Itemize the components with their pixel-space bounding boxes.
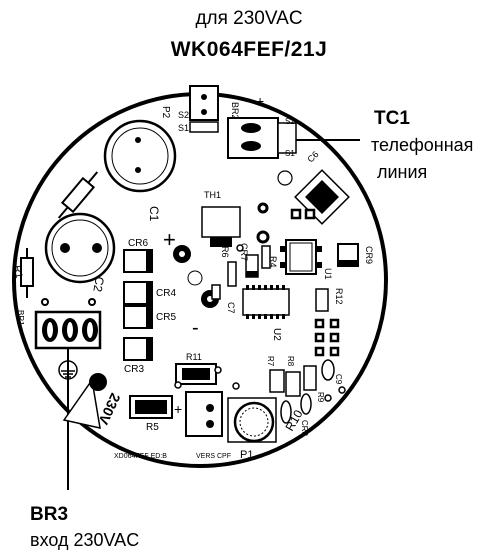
label-cr7: CR7 <box>239 243 249 261</box>
footer-left: XD064FEF ED:B <box>114 453 167 460</box>
label-r4: R4 <box>268 256 278 268</box>
label-r7: R7 <box>266 356 275 367</box>
label-r8: R8 <box>286 356 295 367</box>
label-c2: C2 <box>90 275 107 293</box>
label-r12: R12 <box>334 288 344 305</box>
label-r5: R5 <box>146 422 159 433</box>
label-cr4: CR4 <box>156 288 176 299</box>
label-r1: R1 <box>11 265 24 280</box>
capacitor-c9 <box>321 359 335 381</box>
footer-right: VERS CPF <box>196 453 231 460</box>
label-br2-s1: S1 <box>285 149 295 158</box>
label-p2-s1: S1 <box>178 123 189 133</box>
thermistor-th1 <box>201 206 241 247</box>
br3-title: BR3 <box>30 504 69 525</box>
label-r11: R11 <box>186 352 202 362</box>
label-cr8: CR8 <box>300 420 309 437</box>
capacitor-c1 <box>103 119 177 193</box>
label-br2-plus: + <box>256 93 264 109</box>
diodes-left <box>123 249 153 361</box>
label-br2-s2: S2 <box>285 117 295 126</box>
br2-connector <box>227 117 297 159</box>
resistor-r7 <box>269 369 285 393</box>
resistor-r1 <box>20 248 34 298</box>
label-c1: C1 <box>147 206 161 222</box>
connector-center <box>185 391 223 437</box>
br1-terminal <box>34 298 102 350</box>
label-u2: U2 <box>271 328 282 341</box>
resistor-r9 <box>303 365 317 391</box>
label-r6: R6 <box>220 246 230 258</box>
label-p1: P1 <box>240 449 253 461</box>
label-cr9: CR9 <box>364 246 374 264</box>
label-r9: R9 <box>316 392 325 403</box>
tc1-title: TC1 <box>374 108 410 129</box>
label-cr6: CR6 <box>128 238 148 249</box>
ic-u1 <box>280 239 322 275</box>
resistor-r6 <box>227 261 237 287</box>
tc1-line1: телефонная <box>371 135 474 155</box>
label-plus: + <box>163 227 176 252</box>
ic-u2 <box>242 285 290 319</box>
label-r5-plus: + <box>174 401 182 417</box>
label-br1: BR1 <box>16 310 25 326</box>
capacitor-c2 <box>44 212 116 284</box>
warning-icon <box>62 378 101 429</box>
tc1-line2: линия <box>377 162 428 182</box>
label-c7: C7 <box>226 302 236 314</box>
label-c9: C9 <box>334 374 343 385</box>
label-th1: TH1 <box>204 190 221 200</box>
header-subtitle: для 230VAC <box>195 8 303 29</box>
label-p2-s2: S2 <box>178 110 189 120</box>
label-u1: U1 <box>323 268 333 280</box>
br3-subtitle: вход 230VAC <box>30 530 140 550</box>
label-br2: BR2 <box>230 102 240 120</box>
label-cr3: CR3 <box>124 364 144 375</box>
resistor-r12 <box>315 288 329 312</box>
p2-connector <box>189 85 219 133</box>
resistor-r8 <box>285 371 301 397</box>
label-cr5: CR5 <box>156 312 176 323</box>
label-p2: P2 <box>160 106 171 119</box>
resistor-r4 <box>261 245 271 269</box>
resistor-r2 <box>57 171 99 219</box>
label-minus: - <box>192 317 199 339</box>
header-model: WK064FEF/21J <box>170 38 328 61</box>
